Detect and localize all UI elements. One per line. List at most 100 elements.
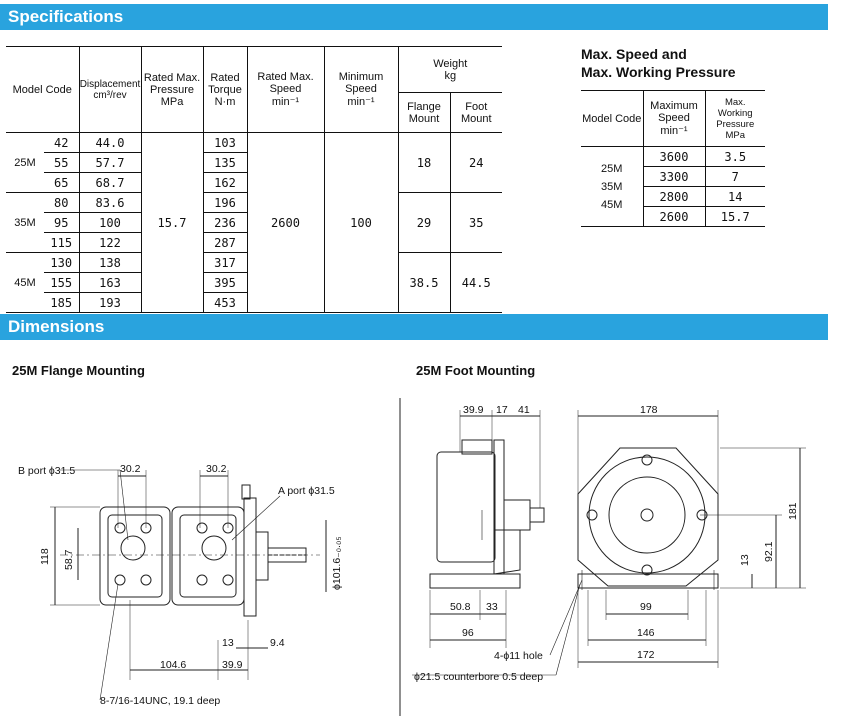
dim-181: 181 — [787, 502, 799, 520]
header-model-code: Model Code — [6, 46, 79, 133]
dim-172: 172 — [637, 649, 655, 661]
max-speed-cell: 2600 — [642, 206, 705, 227]
pump-body-left — [99, 506, 171, 606]
pump-side-body — [436, 451, 496, 563]
speed-header-model: Model Code — [581, 90, 643, 147]
flange-drawing-title: 25M Flange Mounting — [12, 363, 145, 378]
side-foot — [429, 573, 521, 589]
disp-cell: 44.0 — [78, 132, 141, 153]
dim-92-1: 92.1 — [763, 541, 775, 562]
dim-101-6: ϕ101.6₋₀.₀₅ — [331, 536, 343, 590]
max-pressure-cell: 3.5 — [704, 146, 765, 167]
flange-mounting-drawing — [50, 469, 327, 701]
max-pressure-cell: 7 — [704, 166, 765, 187]
disp-cell: 193 — [78, 292, 141, 313]
a-port-label: A port ϕ31.5 — [278, 485, 335, 497]
code-cell: 42 — [44, 132, 79, 153]
front-foot — [577, 573, 719, 589]
dim-58-7: 58.7 — [63, 549, 75, 570]
hole-note: 4-ϕ11 hole — [494, 650, 543, 662]
dim-30-2-left: 30.2 — [120, 463, 141, 475]
b-port — [120, 535, 146, 561]
dim-50-8: 50.8 — [450, 601, 471, 613]
disp-cell: 57.7 — [78, 152, 141, 173]
disp-cell: 138 — [78, 252, 141, 273]
specifications-banner: Specifications — [0, 4, 828, 30]
dim-13-flange: 13 — [222, 637, 234, 649]
model-45m: 45M — [6, 252, 44, 313]
counterbore-note: ϕ21.5 counterbore 0.5 deep — [414, 671, 543, 683]
dim-39-9-foot: 39.9 — [463, 404, 484, 416]
torque-cell: 236 — [202, 212, 247, 233]
speed-cell: 2600 — [246, 132, 324, 313]
torque-cell: 162 — [202, 172, 247, 193]
code-cell: 80 — [44, 192, 79, 213]
min-speed-cell: 100 — [323, 132, 398, 313]
flange-weight-45m: 38.5 — [397, 252, 450, 313]
dim-41: 41 — [518, 404, 530, 416]
max-speed-cell: 3300 — [642, 166, 705, 187]
front-housing — [588, 456, 706, 574]
foot-weight-25m: 24 — [449, 132, 502, 193]
a-port — [201, 535, 227, 561]
disp-cell: 83.6 — [78, 192, 141, 213]
dimensions-banner: Dimensions — [0, 314, 828, 340]
dim-96: 96 — [462, 627, 474, 639]
disp-cell: 163 — [78, 272, 141, 293]
dim-99: 99 — [640, 601, 652, 613]
max-pressure-cell: 14 — [704, 186, 765, 207]
dim-104-6: 104.6 — [160, 659, 186, 671]
code-cell: 55 — [44, 152, 79, 173]
dim-13-foot: 13 — [739, 554, 751, 566]
model-25m: 25M — [6, 132, 44, 193]
disp-cell: 68.7 — [78, 172, 141, 193]
pump-body-right — [171, 506, 245, 606]
torque-cell: 103 — [202, 132, 247, 153]
foot-mounting-drawing — [412, 410, 806, 676]
code-cell: 130 — [44, 252, 79, 273]
dim-30-2-right: 30.2 — [206, 463, 227, 475]
side-shaft — [529, 507, 545, 523]
pressure-cell: 15.7 — [140, 132, 203, 313]
header-flange-mount: Flange Mount — [397, 92, 450, 133]
max-pressure-cell: 15.7 — [704, 206, 765, 227]
dim-178: 178 — [640, 404, 658, 416]
max-speed-cell: 2800 — [642, 186, 705, 207]
front-flange — [577, 447, 719, 587]
code-cell: 155 — [44, 272, 79, 293]
foot-weight-45m: 44.5 — [449, 252, 502, 313]
torque-cell: 395 — [202, 272, 247, 293]
foot-drawing-title: 25M Foot Mounting — [416, 363, 536, 378]
disp-cell: 122 — [78, 232, 141, 253]
code-cell: 95 — [44, 212, 79, 233]
code-cell: 65 — [44, 172, 79, 193]
header-foot-mount: Foot Mount — [449, 92, 502, 133]
torque-cell: 287 — [202, 232, 247, 253]
mounting-flange — [243, 497, 257, 617]
dim-39-9-flange: 39.9 — [222, 659, 243, 671]
dim-146: 146 — [637, 627, 655, 639]
max-speed-cell: 3600 — [642, 146, 705, 167]
torque-cell: 453 — [202, 292, 247, 313]
disp-cell: 100 — [78, 212, 141, 233]
model-35m: 35M — [6, 192, 44, 253]
speed-table-title: Max. Speed and Max. Working Pressure — [581, 46, 736, 80]
thread-note: 8-7/16-14UNC, 19.1 deep — [100, 695, 220, 707]
dim-17: 17 — [496, 404, 508, 416]
foot-weight-35m: 35 — [449, 192, 502, 253]
torque-cell: 135 — [202, 152, 247, 173]
flange-weight-35m: 29 — [397, 192, 450, 253]
code-cell: 115 — [44, 232, 79, 253]
torque-cell: 317 — [202, 252, 247, 273]
torque-cell: 196 — [202, 192, 247, 213]
